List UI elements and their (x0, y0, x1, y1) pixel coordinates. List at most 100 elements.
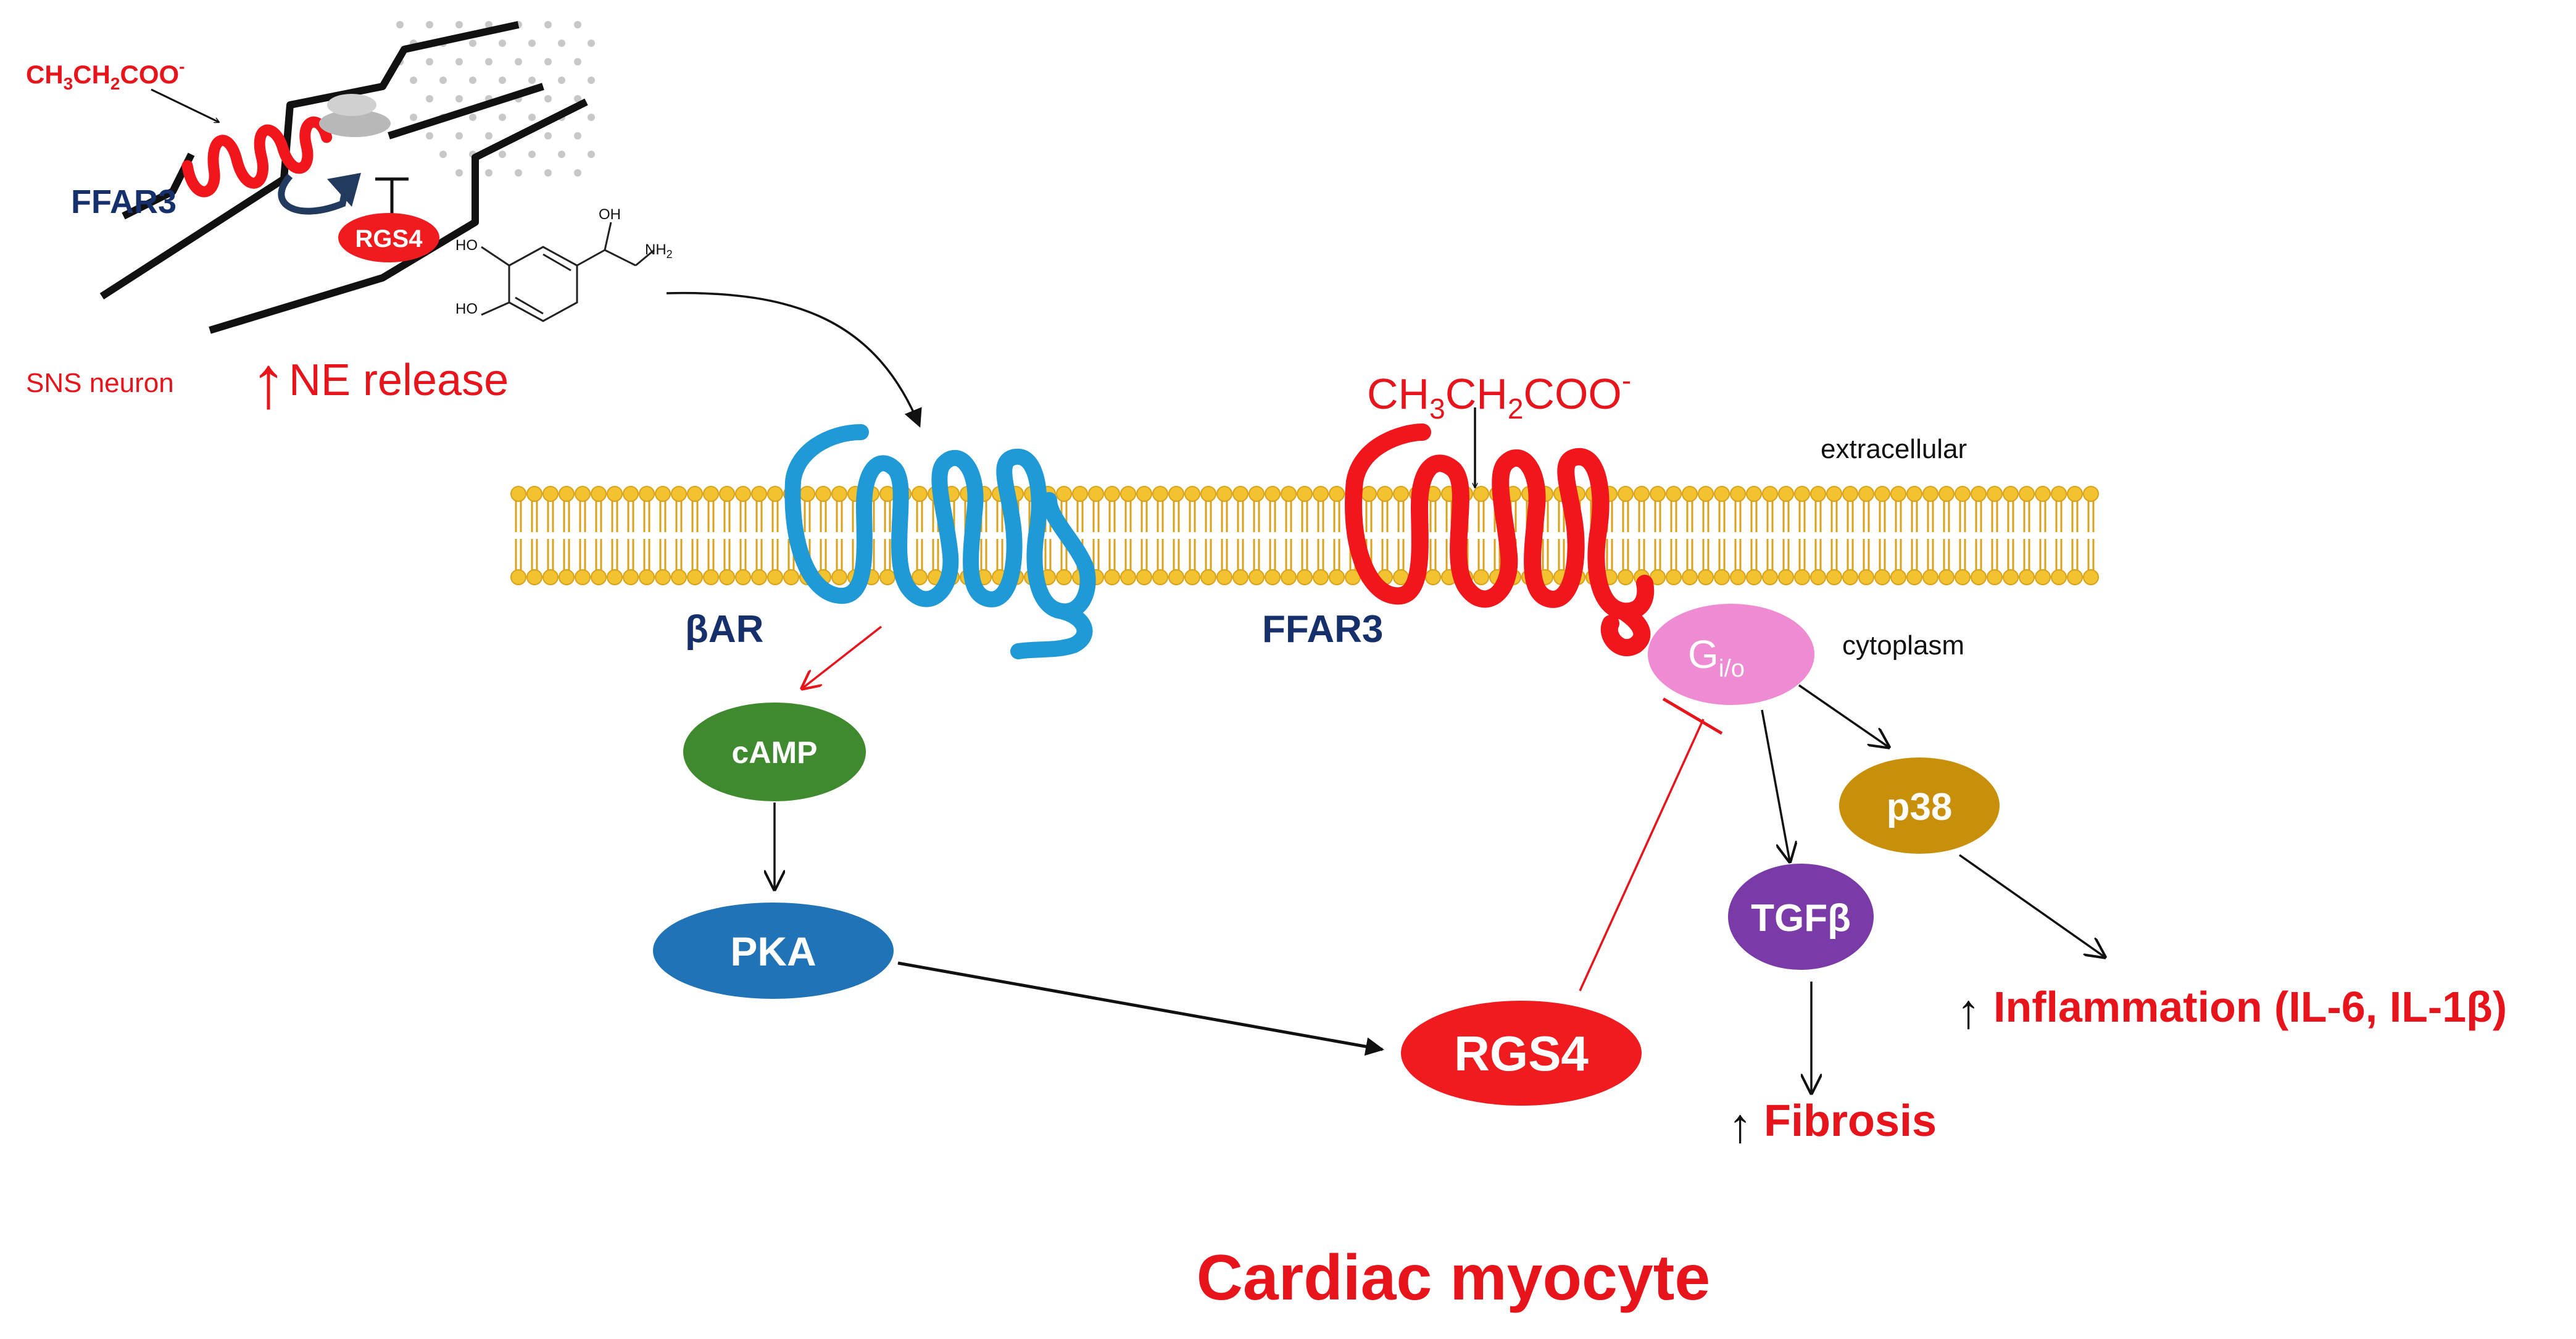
norepinephrine-structure (481, 222, 655, 322)
lipid (1265, 486, 1281, 532)
lipid (1249, 539, 1265, 585)
lipid (607, 486, 623, 532)
ne-benzene-ring (508, 246, 578, 322)
ffar3-receptor (1345, 423, 1655, 656)
ne-dot (574, 58, 581, 65)
membrane-propionate-formula: CH3CH2COO- (1367, 364, 1631, 425)
lipid (1650, 486, 1666, 532)
lipid (1104, 539, 1120, 585)
inflammation-up-arrow: ↑ (1956, 984, 1980, 1038)
ne-dot (426, 95, 433, 102)
ne-dot (515, 169, 522, 177)
lipid (2019, 539, 2035, 585)
cytoplasm-label: cytoplasm (1842, 630, 1964, 661)
lipid (751, 539, 767, 585)
lipid (703, 486, 719, 532)
lipid (735, 539, 751, 585)
lipid (1874, 486, 1890, 532)
lipid (1955, 539, 1971, 585)
lipid (1200, 486, 1216, 532)
lipid (1136, 539, 1152, 585)
betaar-to-camp-arrow (802, 625, 883, 688)
lipid (607, 539, 623, 585)
lipid (1666, 486, 1682, 532)
lipid (1906, 539, 1922, 585)
node-camp: cAMP (683, 703, 866, 801)
lipid (542, 539, 559, 585)
lipid (1313, 486, 1329, 532)
lipid (1762, 486, 1778, 532)
lipid (1810, 539, 1826, 585)
lipid (655, 539, 671, 585)
ne-bond-oh (604, 222, 612, 251)
p38-oval (1839, 757, 2000, 854)
lipid (1778, 539, 1794, 585)
neuron-vesicle (319, 110, 391, 137)
ne-dot (499, 114, 506, 121)
neuron-rgs4-node (338, 213, 439, 262)
lipid (879, 539, 895, 585)
lipid (1666, 539, 1682, 585)
ne-to-betaar-arrow (666, 291, 922, 428)
ne-dot (588, 77, 595, 84)
p38-label: p38 (1887, 786, 1953, 828)
lipid (1714, 486, 1730, 532)
ne-dot (544, 95, 552, 102)
lipid (1810, 486, 1826, 532)
lipid (767, 486, 783, 532)
lipid (1249, 486, 1265, 532)
inflammation-label: Inflammation (IL-6, IL-1β) (1993, 983, 2507, 1031)
lipid (1842, 539, 1858, 585)
node-p38: p38 (1839, 757, 2000, 854)
ne-dot (396, 21, 404, 28)
ne-dot (410, 77, 417, 84)
lipid (1794, 539, 1810, 585)
gio-label: Gi/o (1688, 632, 1745, 682)
lipid (2003, 539, 2019, 585)
lipid (1329, 486, 1345, 532)
ne-dot (558, 151, 565, 158)
neuron-ffar3-label: FFAR3 (71, 183, 177, 220)
lipid (559, 486, 575, 532)
lipid (1698, 539, 1714, 585)
ne-dot (588, 114, 595, 121)
lipid (831, 539, 847, 585)
ne-dot (499, 77, 506, 84)
rgs4-inhibition-bar (1662, 697, 1723, 735)
neuron-ffar3-receptor (181, 116, 333, 198)
lipid (1698, 486, 1714, 532)
lipid (542, 486, 559, 532)
lipid (1618, 539, 1634, 585)
lipid (2067, 486, 2083, 532)
lipid (1216, 539, 1232, 585)
lipid (2083, 539, 2099, 585)
ne-dot (588, 40, 595, 47)
ne-dot (544, 132, 552, 140)
ne-dot (469, 114, 476, 121)
lipid (1682, 486, 1698, 532)
ne-dot (574, 169, 581, 177)
gio-to-tgfb-arrow (1761, 709, 1790, 861)
ne-bond-nh2 (635, 249, 655, 267)
ne-dot (528, 114, 536, 121)
lipid (1184, 539, 1200, 585)
ne-ring-double-2 (515, 296, 544, 315)
ne-dot (558, 77, 565, 84)
cell-membrane-bilayer (510, 486, 2099, 585)
lipid (1858, 486, 1874, 532)
ne-dot (485, 169, 492, 177)
ne-bond-ho-2 (481, 301, 510, 316)
ne-dot (485, 132, 492, 140)
lipid (1297, 486, 1313, 532)
beta-ar-receptor (784, 424, 1096, 659)
tgfb-label: TGFβ (1751, 897, 1851, 940)
lipid (526, 486, 542, 532)
lipid (2051, 539, 2067, 585)
lipid (1072, 486, 1088, 532)
gio-to-p38-arrow (1798, 684, 1888, 747)
lipid (1361, 486, 1377, 532)
norepinephrine-labels: OH NH2 HO HO (455, 206, 673, 317)
cardiac-myocyte-title: Cardiac myocyte (1197, 1242, 1710, 1314)
lipid (1778, 486, 1794, 532)
pka-to-rgs4-arrow (897, 961, 1384, 1056)
